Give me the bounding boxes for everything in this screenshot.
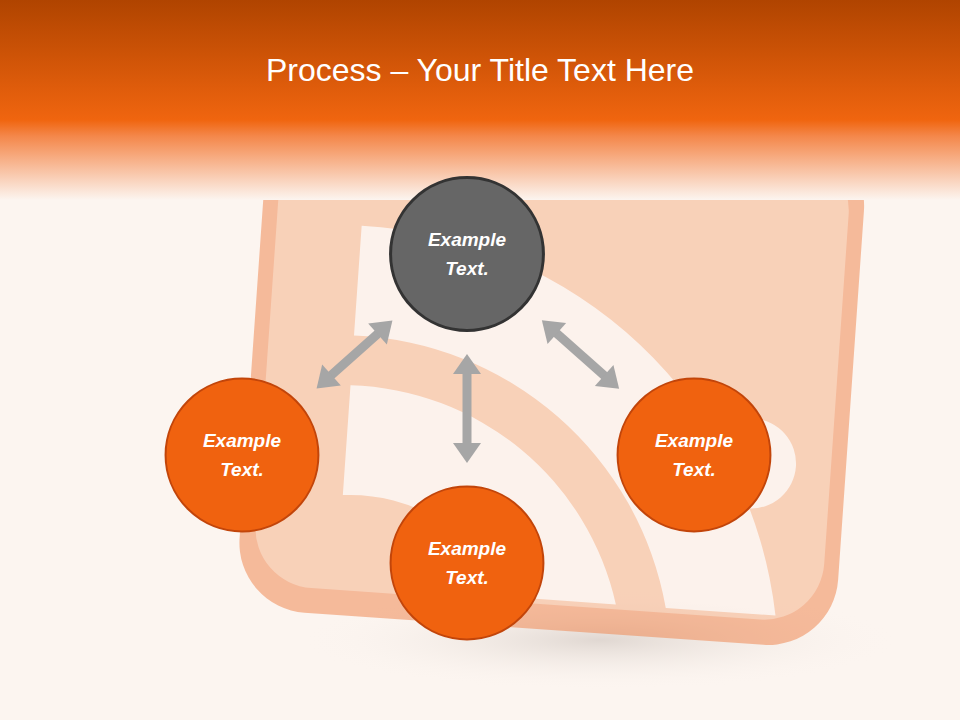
arrow-head <box>595 365 619 389</box>
process-circle: Example Text. <box>164 377 320 533</box>
circle-outline <box>389 176 545 332</box>
circle-shape <box>618 379 771 532</box>
process-circle: Example Text. <box>616 377 772 533</box>
double-arrow <box>453 354 481 463</box>
circle-outline <box>616 377 772 533</box>
arrow-head <box>542 320 566 344</box>
text-group: Example Text. <box>412 225 522 283</box>
node-text: Example Text. <box>412 534 522 592</box>
circle-shape <box>391 178 544 331</box>
node-text: Example Text. <box>412 225 522 283</box>
arrow-head <box>368 321 392 345</box>
arrow-head <box>317 365 341 389</box>
process-circle: Example Text. <box>389 485 545 641</box>
double-arrow <box>542 320 619 388</box>
arrow-shaft <box>554 331 607 378</box>
circle-shape <box>391 487 544 640</box>
double-arrow <box>317 321 393 389</box>
circle-outline <box>164 377 320 533</box>
slide-title: Process – Your Title Text Here <box>0 52 960 89</box>
arrow-head <box>453 443 481 463</box>
arrow-shaft <box>463 370 472 447</box>
arrow-shaft <box>329 331 381 377</box>
circle-shape <box>166 379 319 532</box>
node-text: Example Text. <box>187 426 297 484</box>
text-group: Example Text. <box>187 426 297 484</box>
text-group: Example Text. <box>639 426 749 484</box>
text-group: Example Text. <box>412 534 522 592</box>
circle-outline <box>389 485 545 641</box>
center-circle: Example Text. <box>389 176 545 332</box>
arrow-head <box>453 354 481 374</box>
node-text: Example Text. <box>639 426 749 484</box>
